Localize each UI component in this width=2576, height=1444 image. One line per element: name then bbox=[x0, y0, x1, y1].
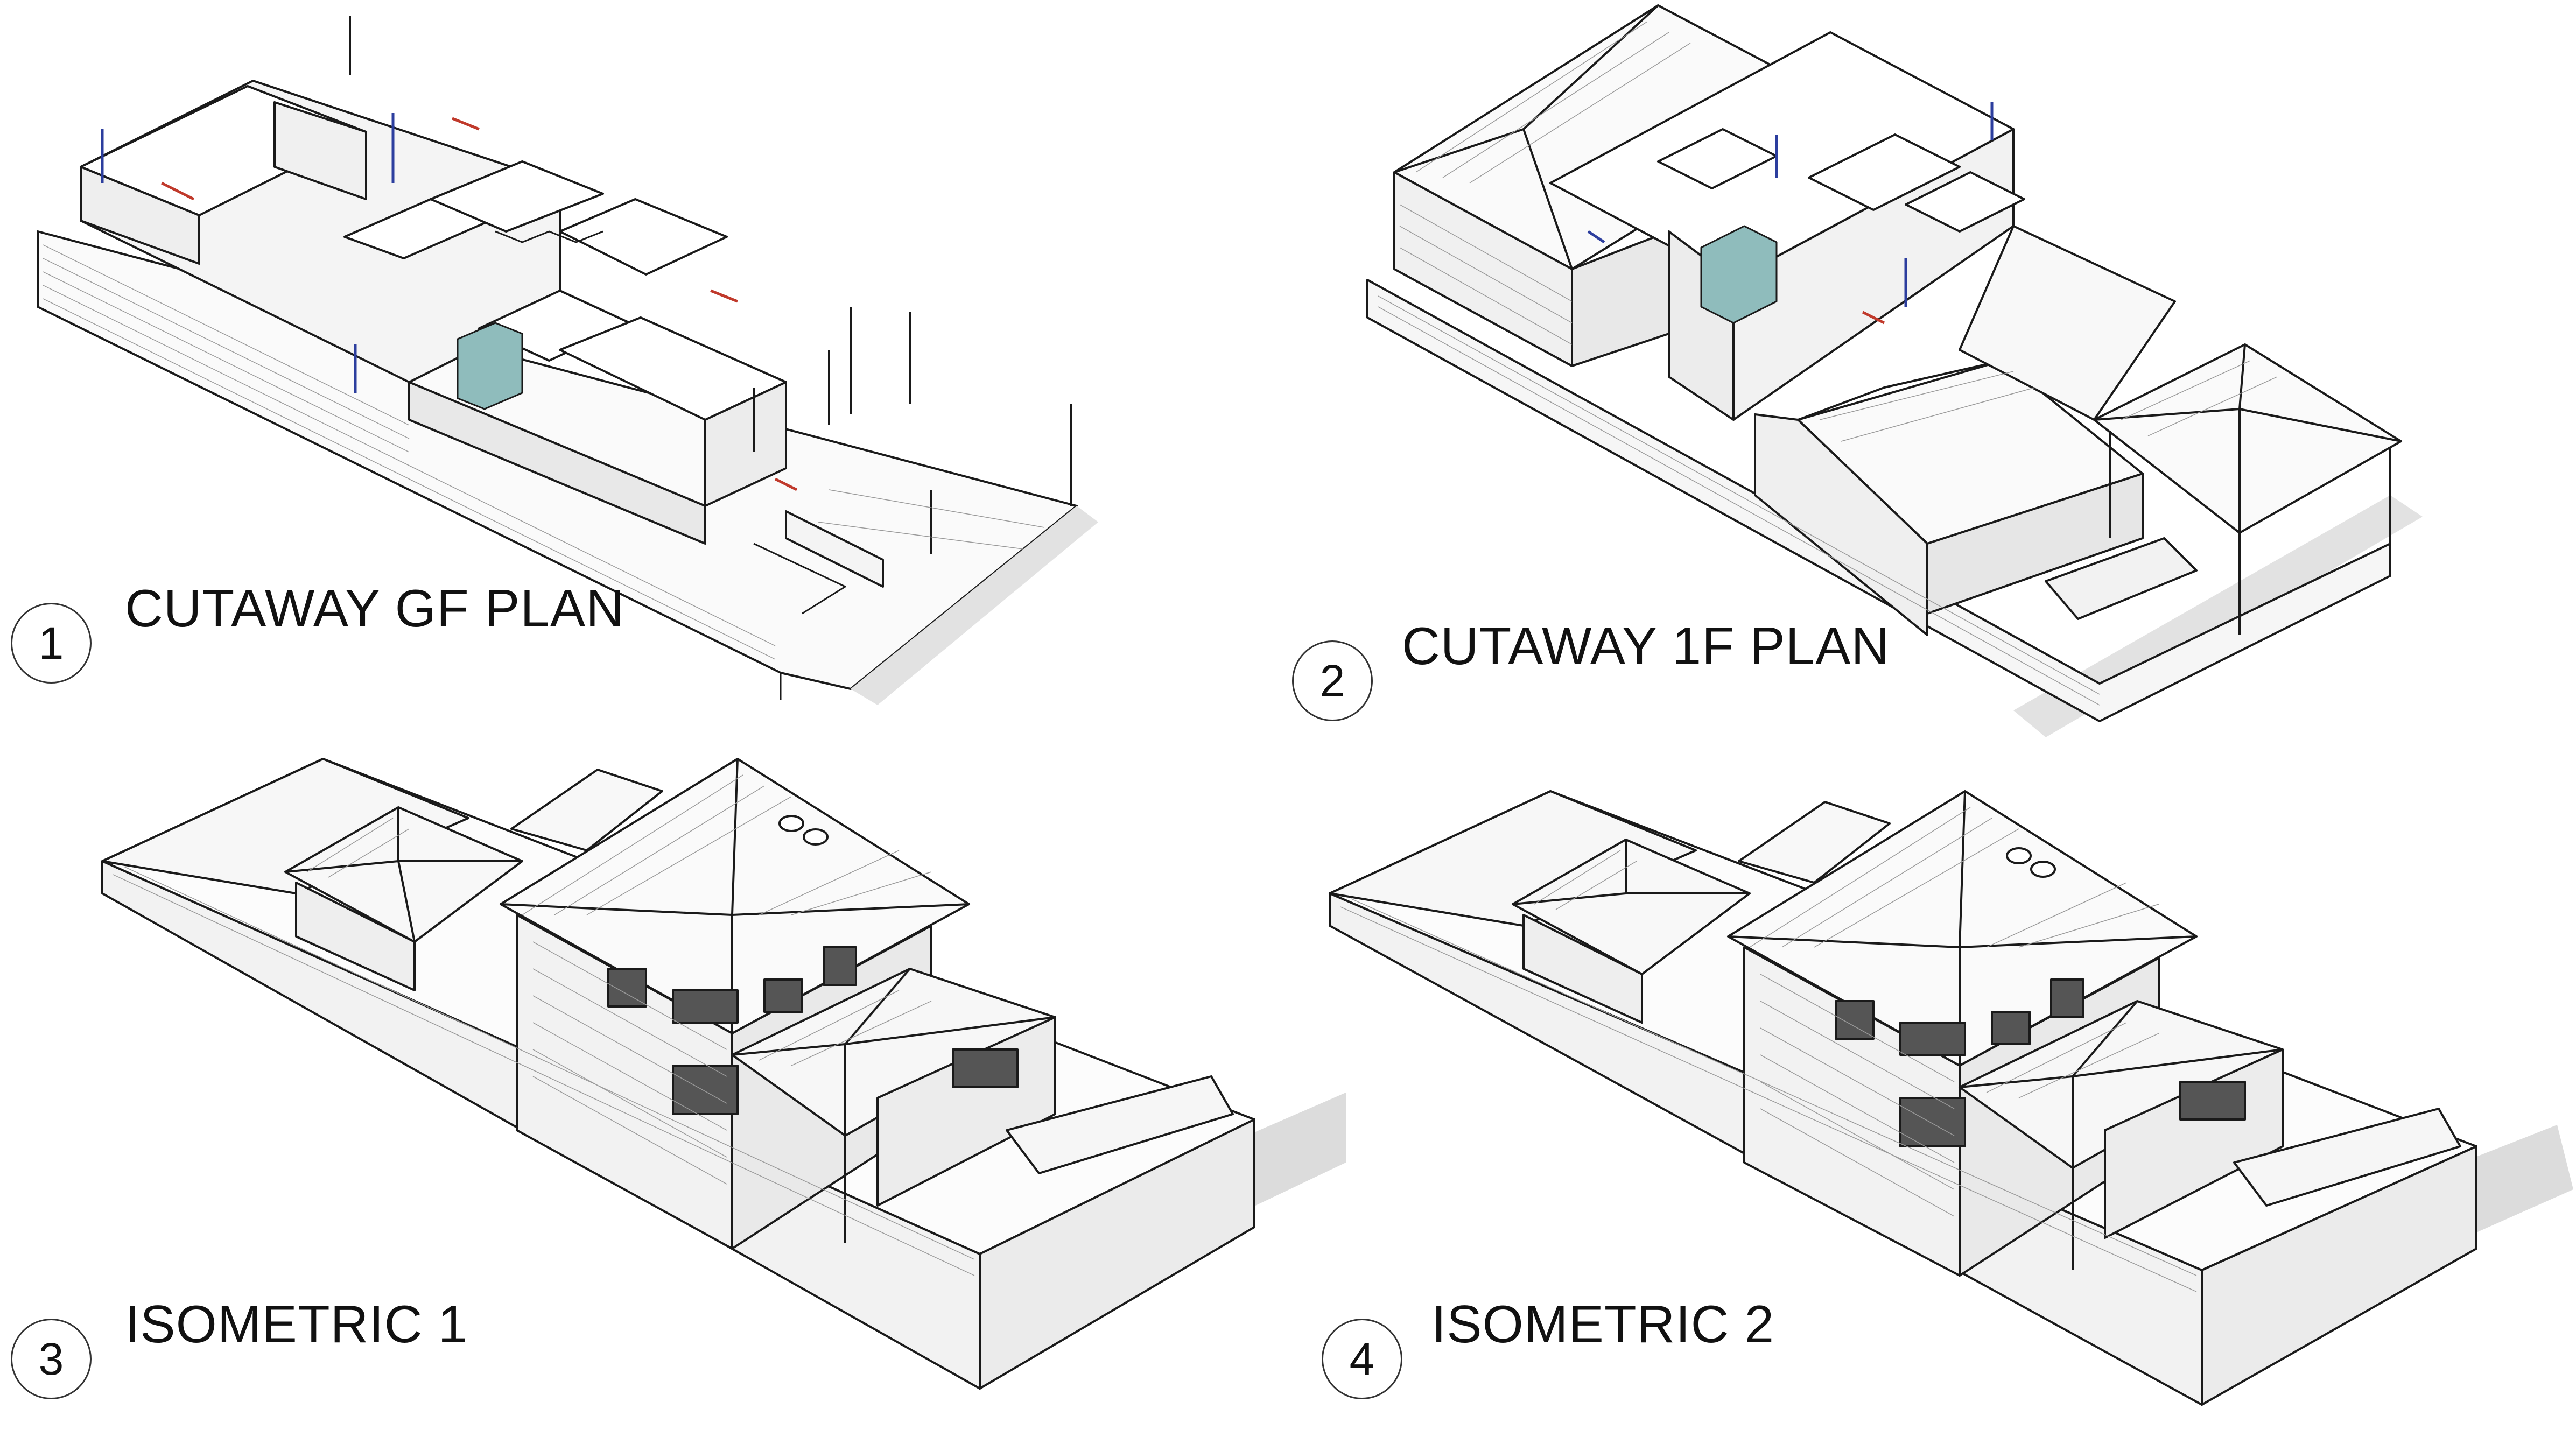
isometric-1-drawing bbox=[92, 689, 1346, 1410]
view-label-2: 2 CUTAWAY 1F PLAN bbox=[1292, 616, 1890, 721]
cutaway-1f-plan-drawing bbox=[1366, 0, 2444, 753]
view-title: ISOMETRIC 2 bbox=[1431, 1294, 1775, 1354]
isometric-1-svg bbox=[101, 758, 1346, 1390]
view-title: CUTAWAY 1F PLAN bbox=[1402, 616, 1890, 675]
view-label-4: 4 ISOMETRIC 2 bbox=[1322, 1294, 1774, 1399]
view-number-badge: 2 bbox=[1292, 640, 1373, 721]
isometric-2-drawing bbox=[1319, 716, 2573, 1426]
isometric-2-svg bbox=[1329, 790, 2573, 1406]
cutaway-1f-plan-svg bbox=[1366, 4, 2423, 737]
view-number-badge: 4 bbox=[1322, 1319, 1402, 1399]
cutaway-gf-plan-svg bbox=[37, 16, 1098, 705]
view-number-badge: 3 bbox=[11, 1319, 92, 1399]
cutaway-gf-plan-drawing bbox=[22, 5, 1120, 705]
view-title: CUTAWAY GF PLAN bbox=[125, 578, 624, 638]
view-label-1: 1 CUTAWAY GF PLAN bbox=[11, 579, 624, 684]
view-number-badge: 1 bbox=[11, 603, 92, 684]
view-label-3: 3 ISOMETRIC 1 bbox=[11, 1294, 468, 1399]
view-title: ISOMETRIC 1 bbox=[125, 1294, 468, 1354]
